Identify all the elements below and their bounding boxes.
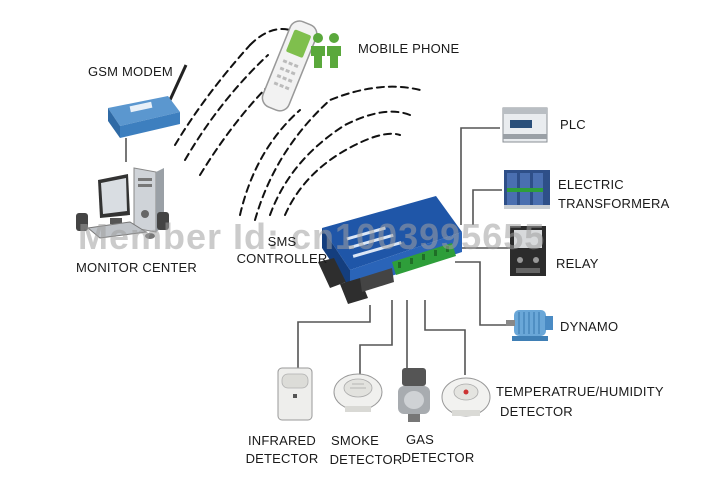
- gas-label-line1: GAS: [405, 432, 435, 447]
- sms-controller-device: [318, 196, 462, 304]
- mobile-phone-device: [261, 20, 318, 112]
- monitor-center-label: MONITOR CENTER: [76, 260, 198, 275]
- sms-controller-label-line1: SMS: [267, 234, 297, 249]
- relay-device: [510, 226, 546, 276]
- plc-label: PLC: [560, 117, 586, 132]
- smoke-label-line1: SMOKE: [331, 433, 379, 448]
- smoke-detector-device: [333, 373, 383, 412]
- watermark-text: Member Id: cn1003995655: [78, 216, 546, 257]
- relay-label: RELAY: [556, 256, 599, 271]
- monitor-center-computer: [76, 167, 169, 239]
- dynamo-label: DYNAMO: [560, 319, 619, 334]
- infrared-label-line2: DETECTOR: [245, 451, 319, 466]
- electric-transformer-device: [504, 170, 550, 209]
- mobile-phone-label: MOBILE PHONE: [358, 41, 460, 56]
- sms-controller-label-line2: CONTROLLER: [236, 251, 328, 266]
- temp-humidity-label-line2: DETECTOR: [500, 404, 573, 419]
- gsm-modem-device: [108, 64, 188, 138]
- gas-detector-device: [398, 368, 430, 422]
- dynamo-device: [506, 310, 553, 341]
- electric-transformer-label-line2: TRANSFORMERA: [558, 196, 670, 211]
- plc-device: [502, 107, 548, 143]
- people-icon: [311, 33, 341, 68]
- electric-transformer-label-line1: ELECTRIC: [558, 177, 624, 192]
- gsm-modem-label: GSM MODEM: [88, 64, 173, 79]
- connection-lines: [125, 127, 512, 375]
- gas-label-line2: DETECTOR: [401, 450, 475, 465]
- wireless-signal-arcs: [174, 28, 421, 221]
- infrared-label-line1: INFRARED: [247, 433, 317, 448]
- infrared-detector-device: [277, 367, 313, 421]
- smoke-label-line2: DETECTOR: [329, 452, 403, 467]
- temp-humidity-label-line1: TEMPERATRUE/HUMIDITY: [496, 384, 664, 399]
- temp-humidity-detector-device: [441, 377, 491, 417]
- antenna-icon: [168, 64, 188, 101]
